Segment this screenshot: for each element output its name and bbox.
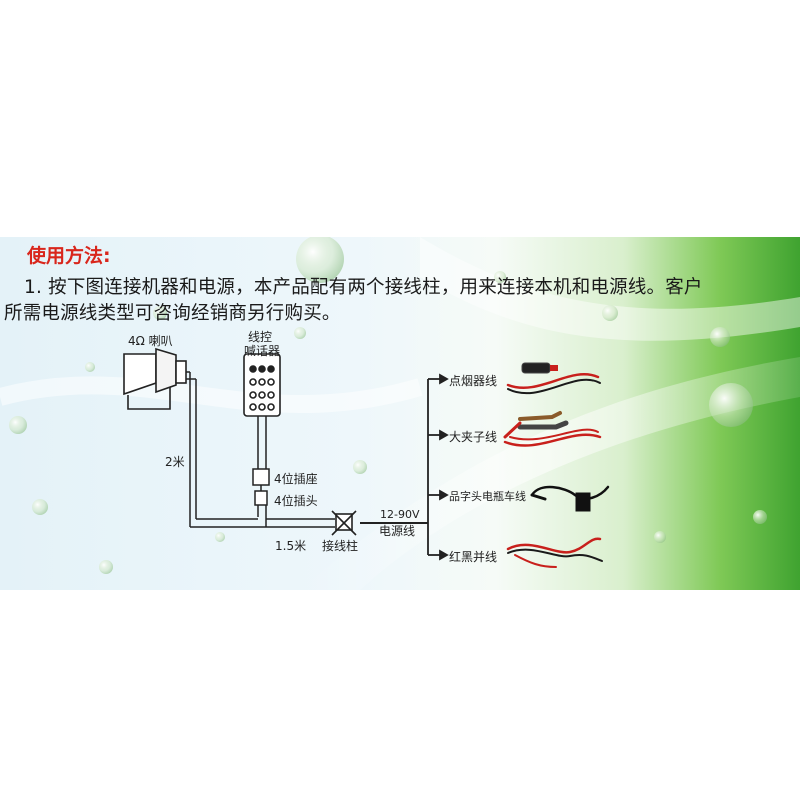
wiring-diagram [123,347,610,568]
water-drop [294,327,306,339]
speaker-label: 4Ω 喇叭 [128,334,173,348]
length-2m-label: 2米 [165,455,185,469]
usage-heading: 使用方法: [27,245,111,267]
water-drop [602,305,618,321]
option-label-battery-plug: 品字头电瓶车线 [449,490,526,503]
water-drop [710,327,730,347]
wire-lines [186,371,428,528]
water-drop [296,237,344,283]
controller-label-1: 线控 [248,330,273,344]
battery-plug-cable-icon [530,485,610,512]
terminal-label: 接线柱 [322,539,359,553]
voltage-label: 12-90V [380,508,420,521]
water-drop [9,416,27,434]
option-label-big-clip: 大夹子线 [449,430,498,444]
option-label-cigarette: 点烟器线 [449,374,498,388]
controller-label-2: 喊话器 [244,344,281,358]
options-bracket [427,373,449,561]
option-label-parallel-wire: 红黑并线 [449,550,498,564]
water-drop [85,362,95,372]
cigarette-lighter-cable-icon [506,362,601,395]
four-pin-plug [254,490,268,506]
speaker-icon [123,347,187,410]
water-drop [153,306,167,320]
socket-label: 4位插座 [274,472,318,486]
wired-controller-icon [243,353,281,417]
background-decoration [0,237,800,590]
plug-label: 4位插头 [274,494,318,508]
water-drop [753,510,767,524]
water-drop [215,532,225,542]
water-drop [709,383,753,427]
four-pin-socket [252,468,270,486]
terminal-icon [331,510,357,536]
instruction-banner: 使用方法: 1. 按下图连接机器和电源，本产品配有两个接线柱，用来连接本机和电源… [0,237,800,590]
instruction-line-2: 所需电源线类型可咨询经销商另行购买。 [4,303,341,324]
water-drop [99,560,113,574]
length-1-5m-label: 1.5米 [275,539,307,553]
power-line-label: 电源线 [379,524,416,538]
big-clip-cable-icon [503,411,602,447]
water-drop [32,499,48,515]
water-drop [654,531,666,543]
water-drop [494,271,506,283]
water-drop [353,460,367,474]
red-black-parallel-wire-icon [506,537,603,568]
instruction-line-1: 1. 按下图连接机器和电源，本产品配有两个接线柱，用来连接本机和电源线。客户 [24,277,703,298]
